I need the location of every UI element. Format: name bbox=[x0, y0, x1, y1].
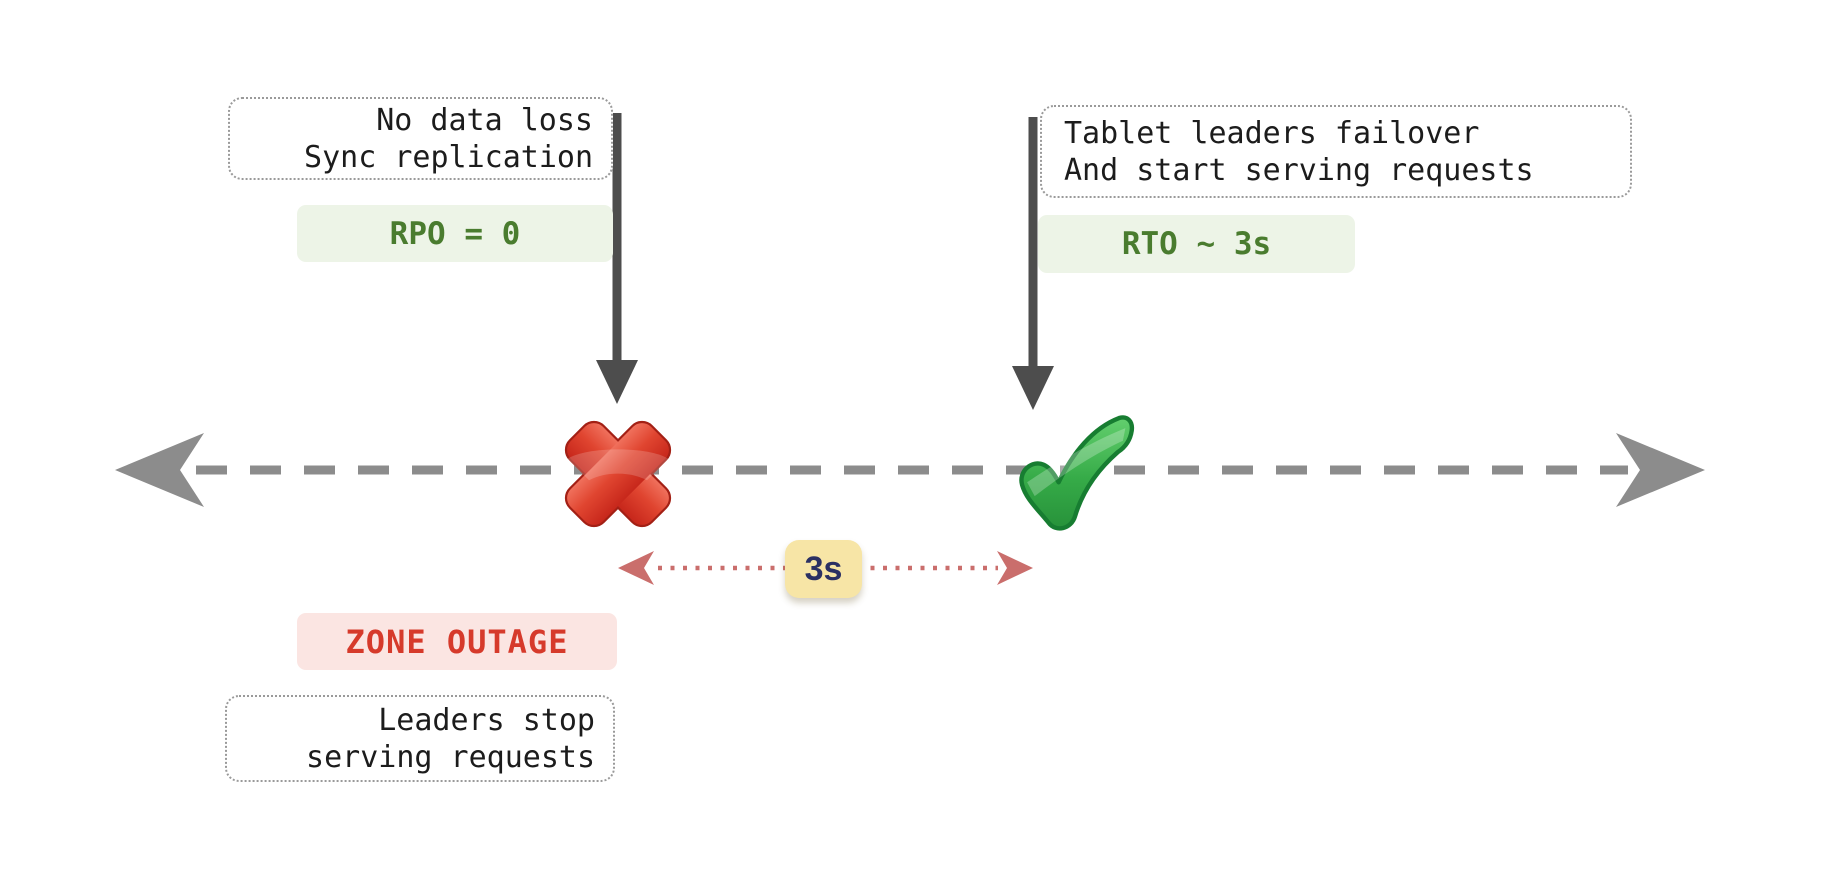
rpo-badge-label: RPO = 0 bbox=[389, 215, 521, 252]
pre-outage-note: No data loss Sync replication bbox=[228, 97, 613, 180]
outage-note-line2: serving requests bbox=[306, 739, 595, 775]
failover-note: Tablet leaders failover And start servin… bbox=[1040, 105, 1632, 198]
duration-right-arrowhead-icon bbox=[997, 551, 1033, 585]
green-check-icon bbox=[1012, 413, 1138, 539]
red-cross-icon bbox=[555, 411, 681, 537]
failover-note-line1: Tablet leaders failover bbox=[1064, 115, 1480, 151]
failover-note-line2: And start serving requests bbox=[1064, 152, 1534, 188]
outage-note-line1: Leaders stop bbox=[378, 702, 595, 738]
zone-outage-badge: ZONE OUTAGE bbox=[297, 613, 617, 670]
rto-badge-label: RTO ~ 3s bbox=[1121, 226, 1272, 262]
timeline-right-arrowhead-icon bbox=[1616, 433, 1705, 507]
rto-badge: RTO ~ 3s bbox=[1038, 215, 1355, 273]
rpo-badge: RPO = 0 bbox=[297, 205, 613, 262]
recovery-event-arrowhead-icon bbox=[1012, 366, 1054, 410]
pre-outage-note-line2: Sync replication bbox=[304, 139, 593, 175]
duration-badge: 3s bbox=[785, 540, 862, 598]
outage-note: Leaders stop serving requests bbox=[225, 695, 615, 782]
zone-outage-badge-label: ZONE OUTAGE bbox=[345, 622, 569, 661]
pre-outage-note-line1: No data loss bbox=[376, 102, 593, 138]
outage-event-arrowhead-icon bbox=[596, 360, 638, 404]
timeline-left-arrowhead-icon bbox=[115, 433, 204, 507]
duration-left-arrowhead-icon bbox=[618, 551, 654, 585]
duration-badge-label: 3s bbox=[804, 549, 843, 588]
